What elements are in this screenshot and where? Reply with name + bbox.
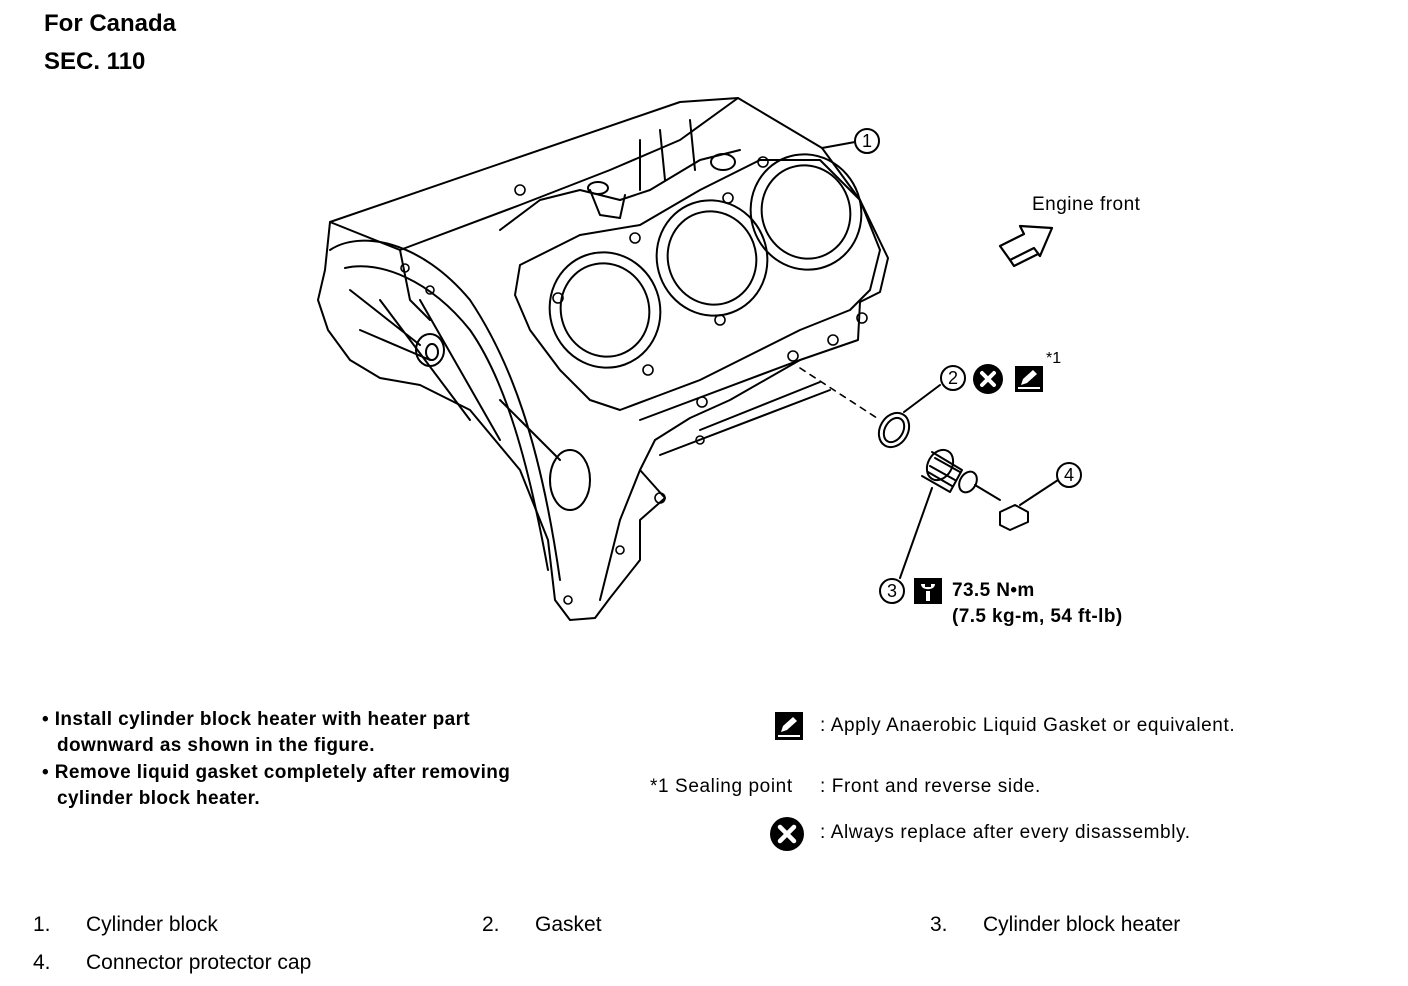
part-4-number: 4. bbox=[33, 951, 51, 974]
torque-value: 73.5 N•m bbox=[952, 580, 1035, 601]
note-line-1: • Install cylinder block heater with hea… bbox=[42, 709, 471, 730]
part-2-number: 2. bbox=[482, 913, 500, 936]
part-1-number: 1. bbox=[33, 913, 51, 936]
callout-1: 1 bbox=[854, 128, 880, 154]
legend-sealing-key: *1 Sealing point bbox=[650, 776, 793, 797]
section-title: SEC. 110 bbox=[44, 48, 146, 75]
note-line-2: downward as shown in the figure. bbox=[57, 735, 375, 756]
legend-sealing-text: : Front and reverse side. bbox=[820, 776, 1041, 797]
legend-liquid-gasket-icon bbox=[775, 712, 803, 740]
part-4-name: Connector protector cap bbox=[86, 951, 312, 974]
replace-x-icon bbox=[973, 364, 1003, 394]
part-3-name: Cylinder block heater bbox=[983, 913, 1181, 936]
part-3-number: 3. bbox=[930, 913, 948, 936]
callout-2: 2 bbox=[940, 365, 966, 391]
callout-4: 4 bbox=[1056, 462, 1082, 488]
gasket-ring bbox=[877, 411, 911, 449]
callout-3: 3 bbox=[879, 578, 905, 604]
legend-replace-text: : Always replace after every disassembly… bbox=[820, 822, 1191, 843]
legend-gasket-text: : Apply Anaerobic Liquid Gasket or equiv… bbox=[820, 715, 1236, 736]
liquid-gasket-icon bbox=[1015, 366, 1043, 392]
connector-cap-drawing bbox=[999, 504, 1029, 531]
cylinder-block-drawing bbox=[317, 97, 889, 621]
engine-front-arrow-icon bbox=[998, 224, 1054, 268]
block-heater-drawing bbox=[921, 448, 1001, 501]
sealing-mark: *1 bbox=[1046, 350, 1062, 367]
note-line-3: • Remove liquid gasket completely after … bbox=[42, 762, 511, 783]
engine-front-label: Engine front bbox=[1032, 194, 1141, 215]
note-line-4: cylinder block heater. bbox=[57, 788, 261, 809]
part-1-name: Cylinder block bbox=[86, 913, 218, 936]
legend-replace-x-icon bbox=[770, 817, 804, 851]
torque-alt-value: (7.5 kg-m, 54 ft-lb) bbox=[952, 606, 1123, 627]
part-2-name: Gasket bbox=[535, 913, 602, 936]
region-title: For Canada bbox=[44, 10, 177, 37]
wrench-torque-icon bbox=[914, 578, 942, 604]
